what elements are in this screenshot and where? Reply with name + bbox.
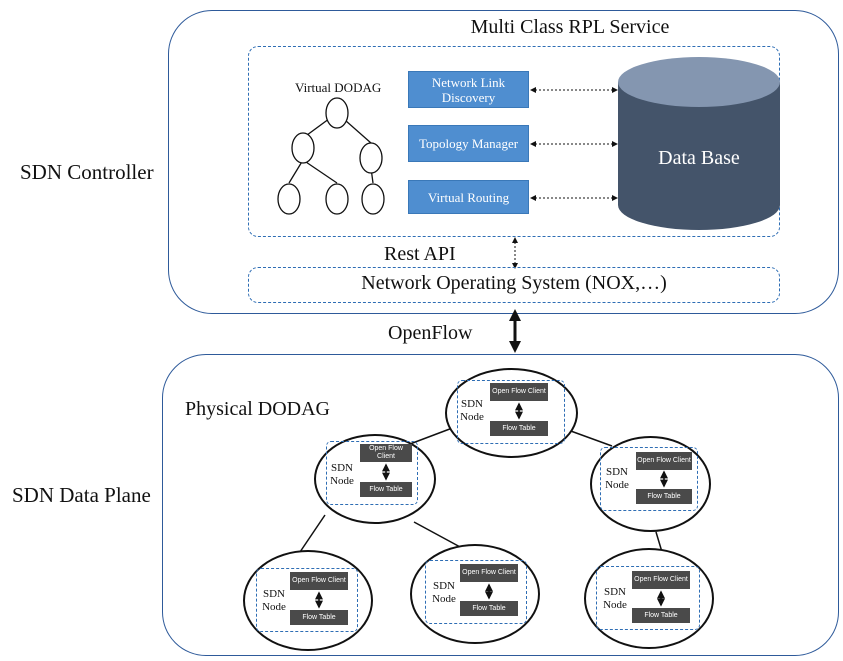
sdn-node-bottom-right [584,548,714,649]
openflow-label: OpenFlow [388,322,473,344]
flow-table-box: Flow Table [636,489,692,504]
open-flow-client-box: Open Flow Client [360,444,412,462]
flow-table-box: Flow Table [490,421,548,436]
network-link-discovery-module: Network Link Discovery [408,71,529,108]
node-inner-box [326,441,418,505]
node-inner-box [256,568,358,632]
flow-table-box: Flow Table [460,601,518,616]
database-cylinder [618,57,780,230]
database-label: Data Base [658,147,740,169]
physical-dodag-label: Physical DODAG [185,398,330,420]
open-flow-client-box: Open Flow Client [636,452,692,470]
flow-table-box: Flow Table [290,610,348,625]
rest-api-label: Rest API [384,243,456,265]
virtual-routing-module: Virtual Routing [408,180,529,214]
open-flow-client-box: Open Flow Client [490,383,548,401]
open-flow-client-box: Open Flow Client [290,572,348,590]
sdn-data-plane-label: SDN Data Plane [12,483,151,507]
sdn-node-label: SDN Node [460,398,484,423]
sdn-data-plane-panel [162,354,839,656]
flow-table-box: Flow Table [360,482,412,497]
nos-label: Network Operating System (NOX,…) [361,272,667,294]
open-flow-client-box: Open Flow Client [460,564,518,582]
sdn-node-label: SDN Node [262,588,286,613]
node-inner-box [600,447,698,511]
sdn-node-label: SDN Node [605,466,629,491]
flow-table-box: Flow Table [632,608,690,623]
sdn-node-label: SDN Node [330,462,354,487]
sdn-node-bottom-left [243,550,373,651]
service-title: Multi Class RPL Service [470,16,670,38]
node-inner-box [425,560,527,624]
node-inner-box [457,380,565,444]
sdn-node-label: SDN Node [432,580,456,605]
sdn-controller-label: SDN Controller [20,160,154,184]
virtual-dodag-label: Virtual DODAG [295,80,382,95]
topology-manager-module: Topology Manager [408,125,529,162]
open-flow-client-box: Open Flow Client [632,571,690,589]
node-inner-box [596,566,700,630]
nos-box [248,267,780,303]
sdn-controller-panel [168,10,839,314]
sdn-node-label: SDN Node [603,586,627,611]
